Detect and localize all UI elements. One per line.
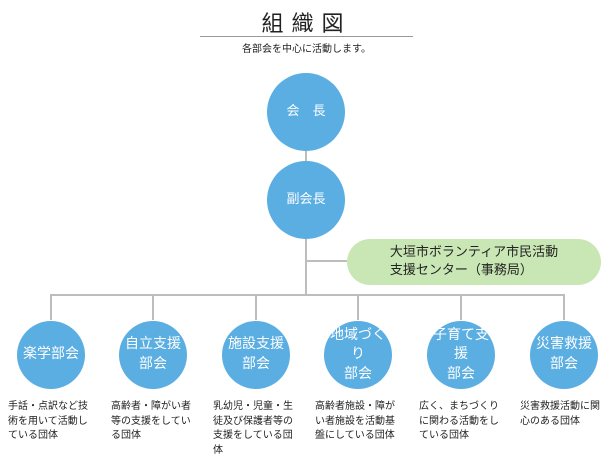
branch-connector: [255, 294, 257, 320]
committee-node: 子育て支援 部会: [427, 321, 495, 389]
committee-node: 自立支援 部会: [119, 321, 187, 389]
vice-chairperson-node: 副会長: [267, 161, 345, 239]
committee-node: 楽学部会: [17, 321, 85, 389]
page-subtitle: 各部会を中心に活動します。: [242, 44, 371, 55]
committee-description: 高齢者施設・障が い者施設を活動基 盤にしている団体: [315, 401, 395, 441]
chairperson-node: 会 長: [267, 73, 345, 151]
branch-connector: [152, 294, 154, 320]
branch-connector: [563, 294, 565, 320]
support-center-node: 大垣市ボランティア市民活動 支援センター（事務局）: [347, 239, 601, 285]
committee-description: 災害救援活動に関 心のある団体: [520, 401, 600, 427]
committee-node: 施設支援 部会: [222, 321, 290, 389]
horizontal-connector: [50, 294, 565, 296]
branch-connector: [50, 294, 52, 320]
page-title: 組織図: [261, 12, 352, 37]
committee-description: 広く、まちづくり に関わる活動をし ている団体: [419, 401, 499, 441]
committee-description: 手話・点訳など技 術を用いて活動し ている団体: [8, 401, 88, 441]
branch-connector: [460, 294, 462, 320]
committee-node: 地域づくり 部会: [324, 321, 392, 389]
support-connector: [307, 260, 347, 262]
committee-description: 高齢者・障がい者 等の支援をしてい る団体: [111, 401, 191, 441]
branch-connector: [357, 294, 359, 320]
title-divider: [200, 36, 413, 37]
committee-node: 災害救援 部会: [530, 321, 598, 389]
committee-description: 乳幼児・児童・生 徒及び保護者等の 支援をしている団 体: [213, 401, 293, 456]
